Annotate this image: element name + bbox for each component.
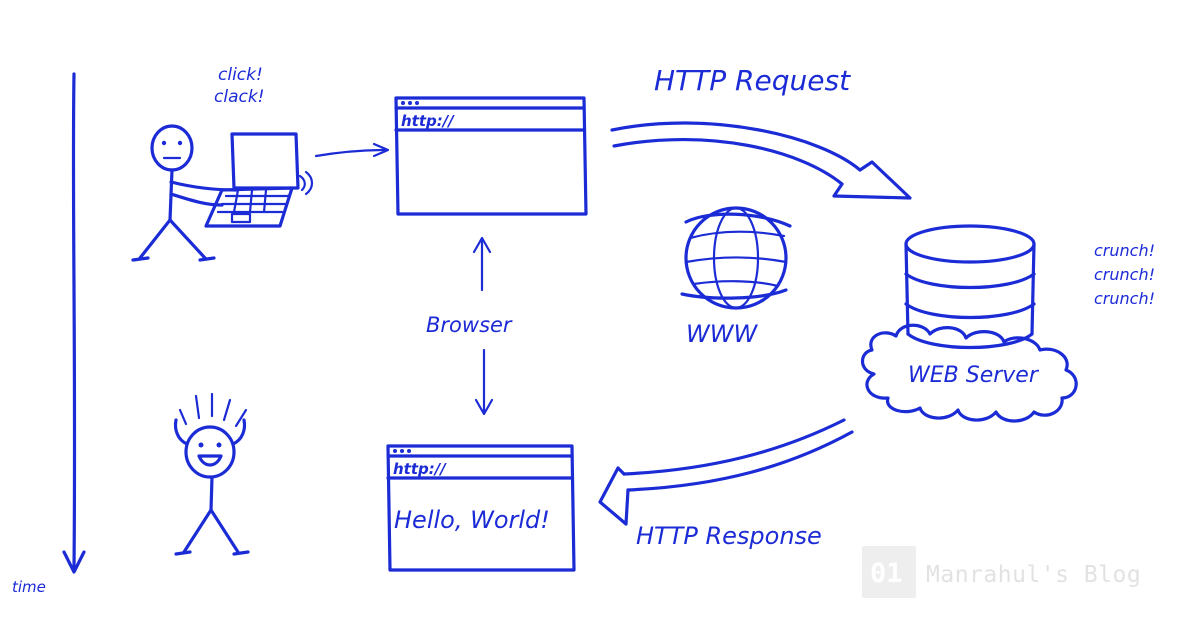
hello-world-text: Hello, World!	[394, 506, 550, 534]
www-label: WWW	[686, 320, 758, 348]
cloud-shape: WEB Server	[860, 323, 1078, 423]
laptop-icon	[204, 132, 314, 228]
time-axis: time	[12, 72, 86, 596]
bottom-url-text: http://	[393, 460, 447, 478]
crunch-label-2: crunch!	[1094, 265, 1155, 284]
watermark-badge-number: 01	[870, 558, 903, 589]
browser-window-top: http://	[394, 96, 588, 216]
clack-label: clack!	[214, 87, 265, 107]
browser-label-group: Browser	[426, 236, 513, 416]
http-response-label: HTTP Response	[636, 522, 822, 550]
globe-icon: WWW	[680, 206, 792, 348]
watermark-text: Manrahul's Blog	[926, 562, 1142, 588]
web-server-label: WEB Server	[908, 363, 1040, 388]
happy-stick-figure	[173, 392, 250, 556]
user-stick-figure	[131, 124, 238, 262]
http-request-label: HTTP Request	[654, 64, 851, 97]
http-request-arrow	[610, 121, 912, 200]
top-url-text: http://	[401, 112, 455, 130]
time-label: time	[12, 578, 46, 596]
browser-window-bottom: http:// Hello, World!	[386, 444, 576, 572]
laptop-to-browser-arrow	[314, 142, 390, 158]
http-response-arrow	[598, 418, 854, 526]
watermark-badge	[862, 546, 916, 598]
browser-label: Browser	[426, 313, 513, 337]
click-label: click!	[218, 65, 263, 85]
crunch-label-3: crunch!	[1094, 289, 1155, 308]
crunch-label-1: crunch!	[1094, 241, 1155, 260]
